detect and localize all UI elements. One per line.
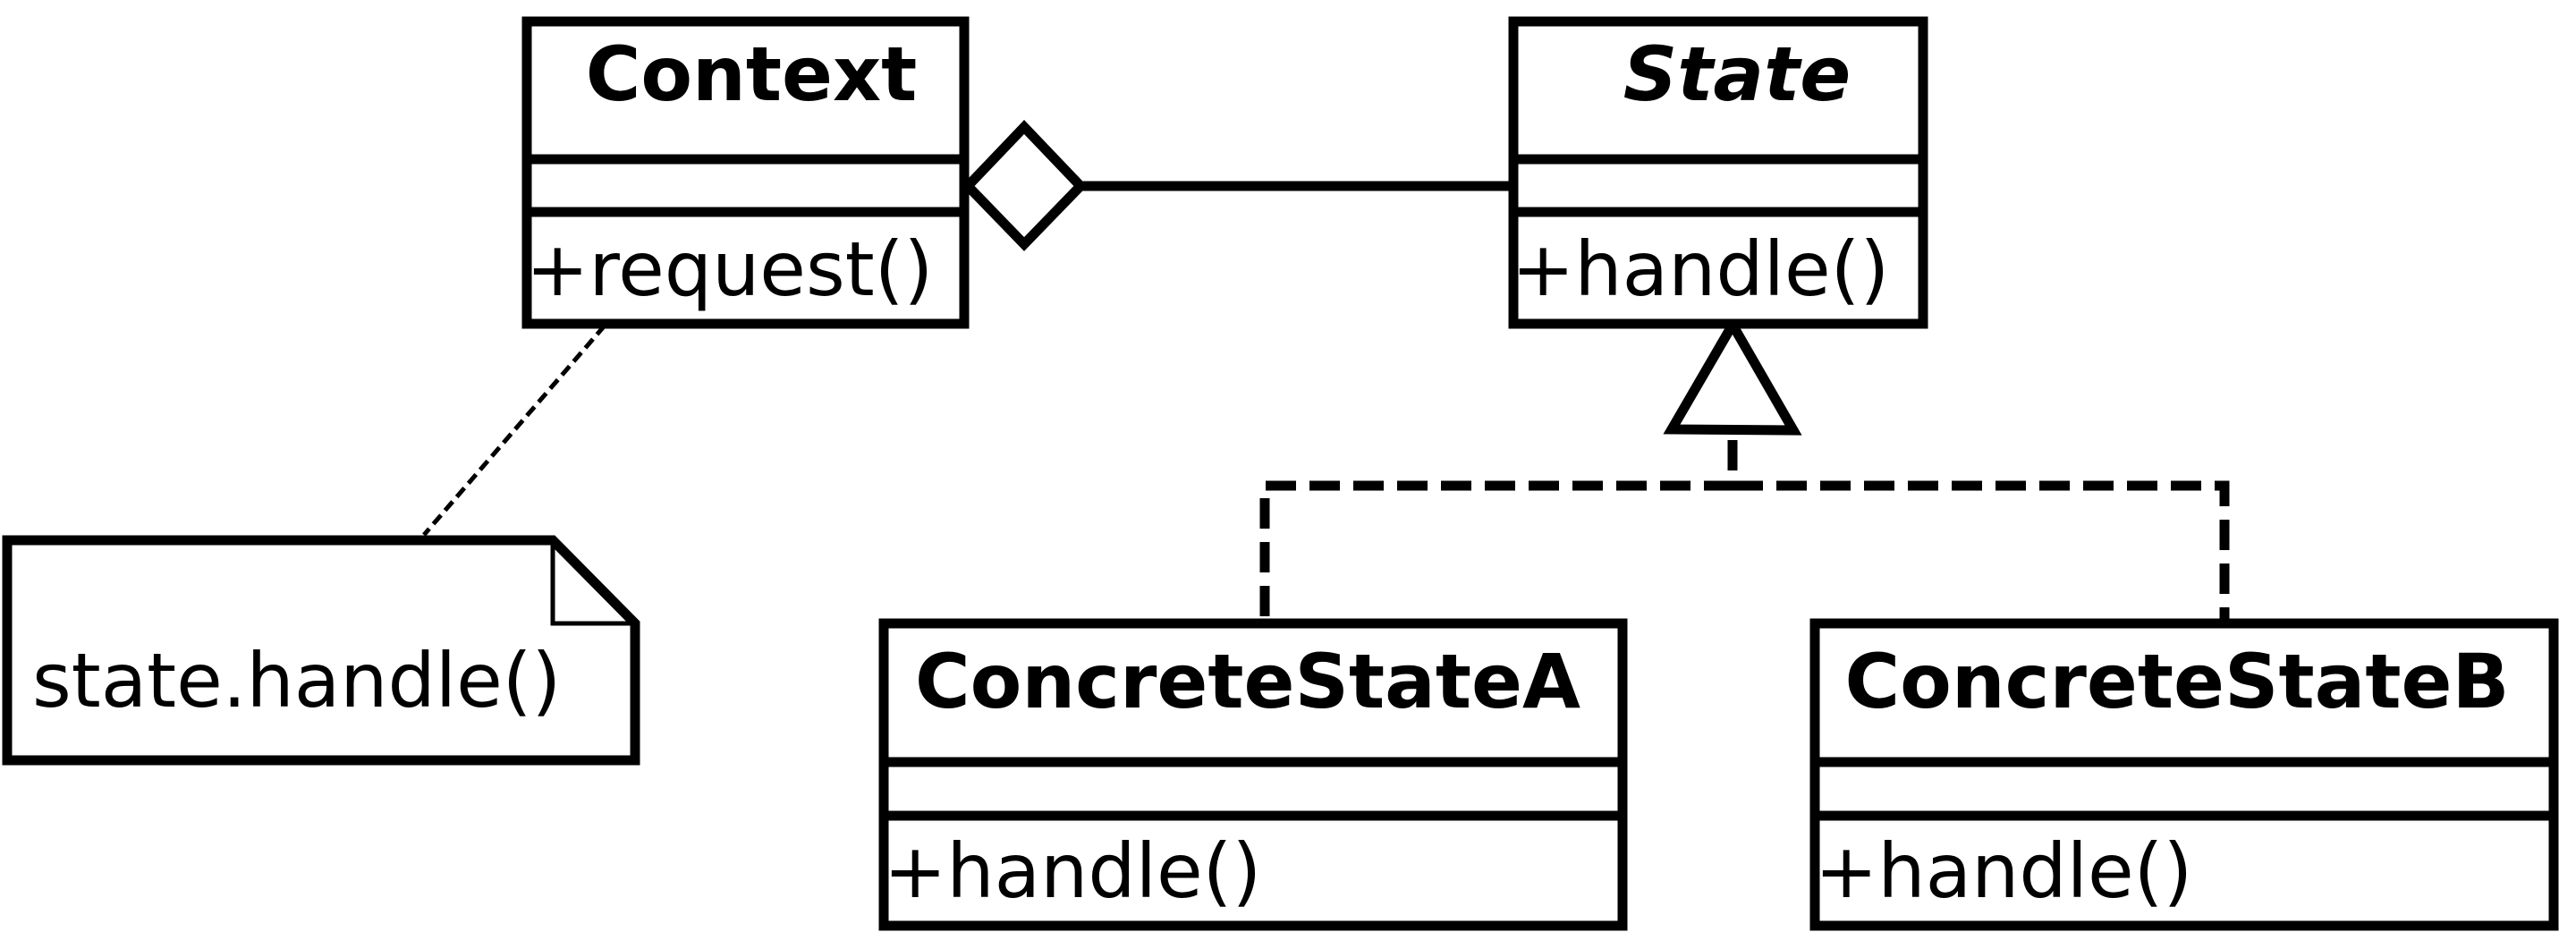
class-concrete-state-b: ConcreteStateB +handle()	[1809, 618, 2559, 931]
class-concrete-state-a: ConcreteStateA +handle()	[878, 618, 1628, 931]
class-context: Context +request()	[521, 16, 970, 329]
class-state-operation: +handle()	[1512, 225, 1889, 313]
realization-line-b	[1733, 480, 2230, 623]
class-state: State +handle()	[1508, 16, 1928, 329]
note-frame	[2, 535, 640, 766]
class-concrete-state-b-frame	[1809, 618, 2559, 931]
class-context-operation: +request()	[526, 225, 933, 313]
class-state-name: State	[1623, 30, 1851, 118]
note-connector	[422, 324, 606, 537]
class-state-frame	[1508, 16, 1928, 329]
class-concrete-state-a-frame	[878, 618, 1628, 931]
note-text: state.handle()	[32, 637, 561, 724]
class-concrete-state-b-operation: +handle()	[1815, 827, 2192, 915]
class-context-frame	[521, 16, 970, 329]
realization-line-a	[1259, 440, 1738, 623]
class-context-name: Context	[586, 30, 918, 118]
class-concrete-state-a-name: ConcreteStateA	[915, 638, 1580, 725]
class-concrete-state-b-name: ConcreteStateB	[1845, 638, 2510, 725]
realization-arrowhead	[1663, 315, 1802, 436]
class-concrete-state-a-operation: +handle()	[884, 827, 1261, 915]
aggregation-diamond	[961, 120, 1088, 251]
note: state.handle()	[2, 535, 640, 766]
note-fold-corner	[550, 540, 635, 626]
